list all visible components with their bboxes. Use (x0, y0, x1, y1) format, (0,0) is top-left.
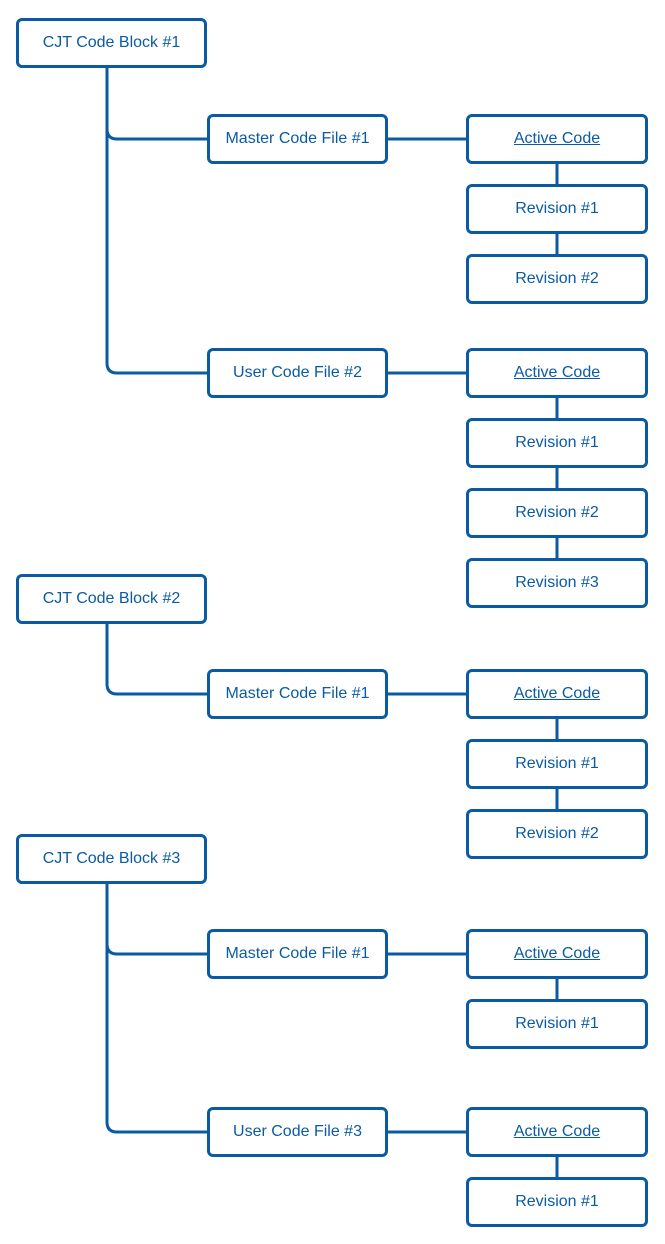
connector-line (105, 624, 207, 696)
code-block-label: CJT Code Block #1 (42, 34, 181, 51)
code-file-label: User Code File #3 (233, 1123, 362, 1140)
code-block-node: CJT Code Block #1 (16, 18, 207, 68)
revision-label: Revision #1 (515, 755, 599, 772)
connector-line (105, 68, 207, 375)
revision-node: Revision #2 (466, 488, 648, 538)
revision-label: Revision #3 (515, 574, 599, 591)
revision-node: Revision #1 (466, 418, 648, 468)
revision-node: Revision #2 (466, 254, 648, 304)
code-file-label: Master Code File #1 (225, 685, 370, 702)
code-block-node: CJT Code Block #3 (16, 834, 207, 884)
revision-label: Revision #2 (515, 504, 599, 521)
revision-node: Revision #1 (466, 184, 648, 234)
code-block-node: CJT Code Block #2 (16, 574, 207, 624)
code-block-label: CJT Code Block #3 (42, 850, 181, 867)
revision-node: Revision #3 (466, 558, 648, 608)
revision-node: Revision #1 (466, 739, 648, 789)
revision-node: Revision #2 (466, 809, 648, 859)
code-file-label: Master Code File #1 (225, 945, 370, 962)
revision-node: Revision #1 (466, 999, 648, 1049)
connector-line (105, 128, 207, 141)
code-file-node: Master Code File #1 (207, 669, 388, 719)
active-code-link[interactable]: Active Code (466, 929, 648, 979)
revision-label: Revision #2 (515, 270, 599, 287)
active-code-label[interactable]: Active Code (513, 945, 601, 962)
active-code-link[interactable]: Active Code (466, 669, 648, 719)
revision-label: Revision #1 (515, 434, 599, 451)
active-code-link[interactable]: Active Code (466, 348, 648, 398)
active-code-label[interactable]: Active Code (513, 364, 601, 381)
active-code-link[interactable]: Active Code (466, 1107, 648, 1157)
active-code-label[interactable]: Active Code (513, 685, 601, 702)
active-code-label[interactable]: Active Code (513, 1123, 601, 1140)
revision-label: Revision #1 (515, 1015, 599, 1032)
code-file-node: Master Code File #1 (207, 929, 388, 979)
code-file-node: User Code File #2 (207, 348, 388, 398)
active-code-label[interactable]: Active Code (513, 130, 601, 147)
connector-line (105, 884, 207, 1134)
connector-line (105, 943, 207, 956)
revision-label: Revision #1 (515, 200, 599, 217)
code-file-node: User Code File #3 (207, 1107, 388, 1157)
code-file-label: Master Code File #1 (225, 130, 370, 147)
code-file-node: Master Code File #1 (207, 114, 388, 164)
active-code-link[interactable]: Active Code (466, 114, 648, 164)
revision-node: Revision #1 (466, 1177, 648, 1227)
code-file-label: User Code File #2 (233, 364, 362, 381)
revision-label: Revision #2 (515, 825, 599, 842)
code-block-label: CJT Code Block #2 (42, 590, 181, 607)
revision-label: Revision #1 (515, 1193, 599, 1210)
